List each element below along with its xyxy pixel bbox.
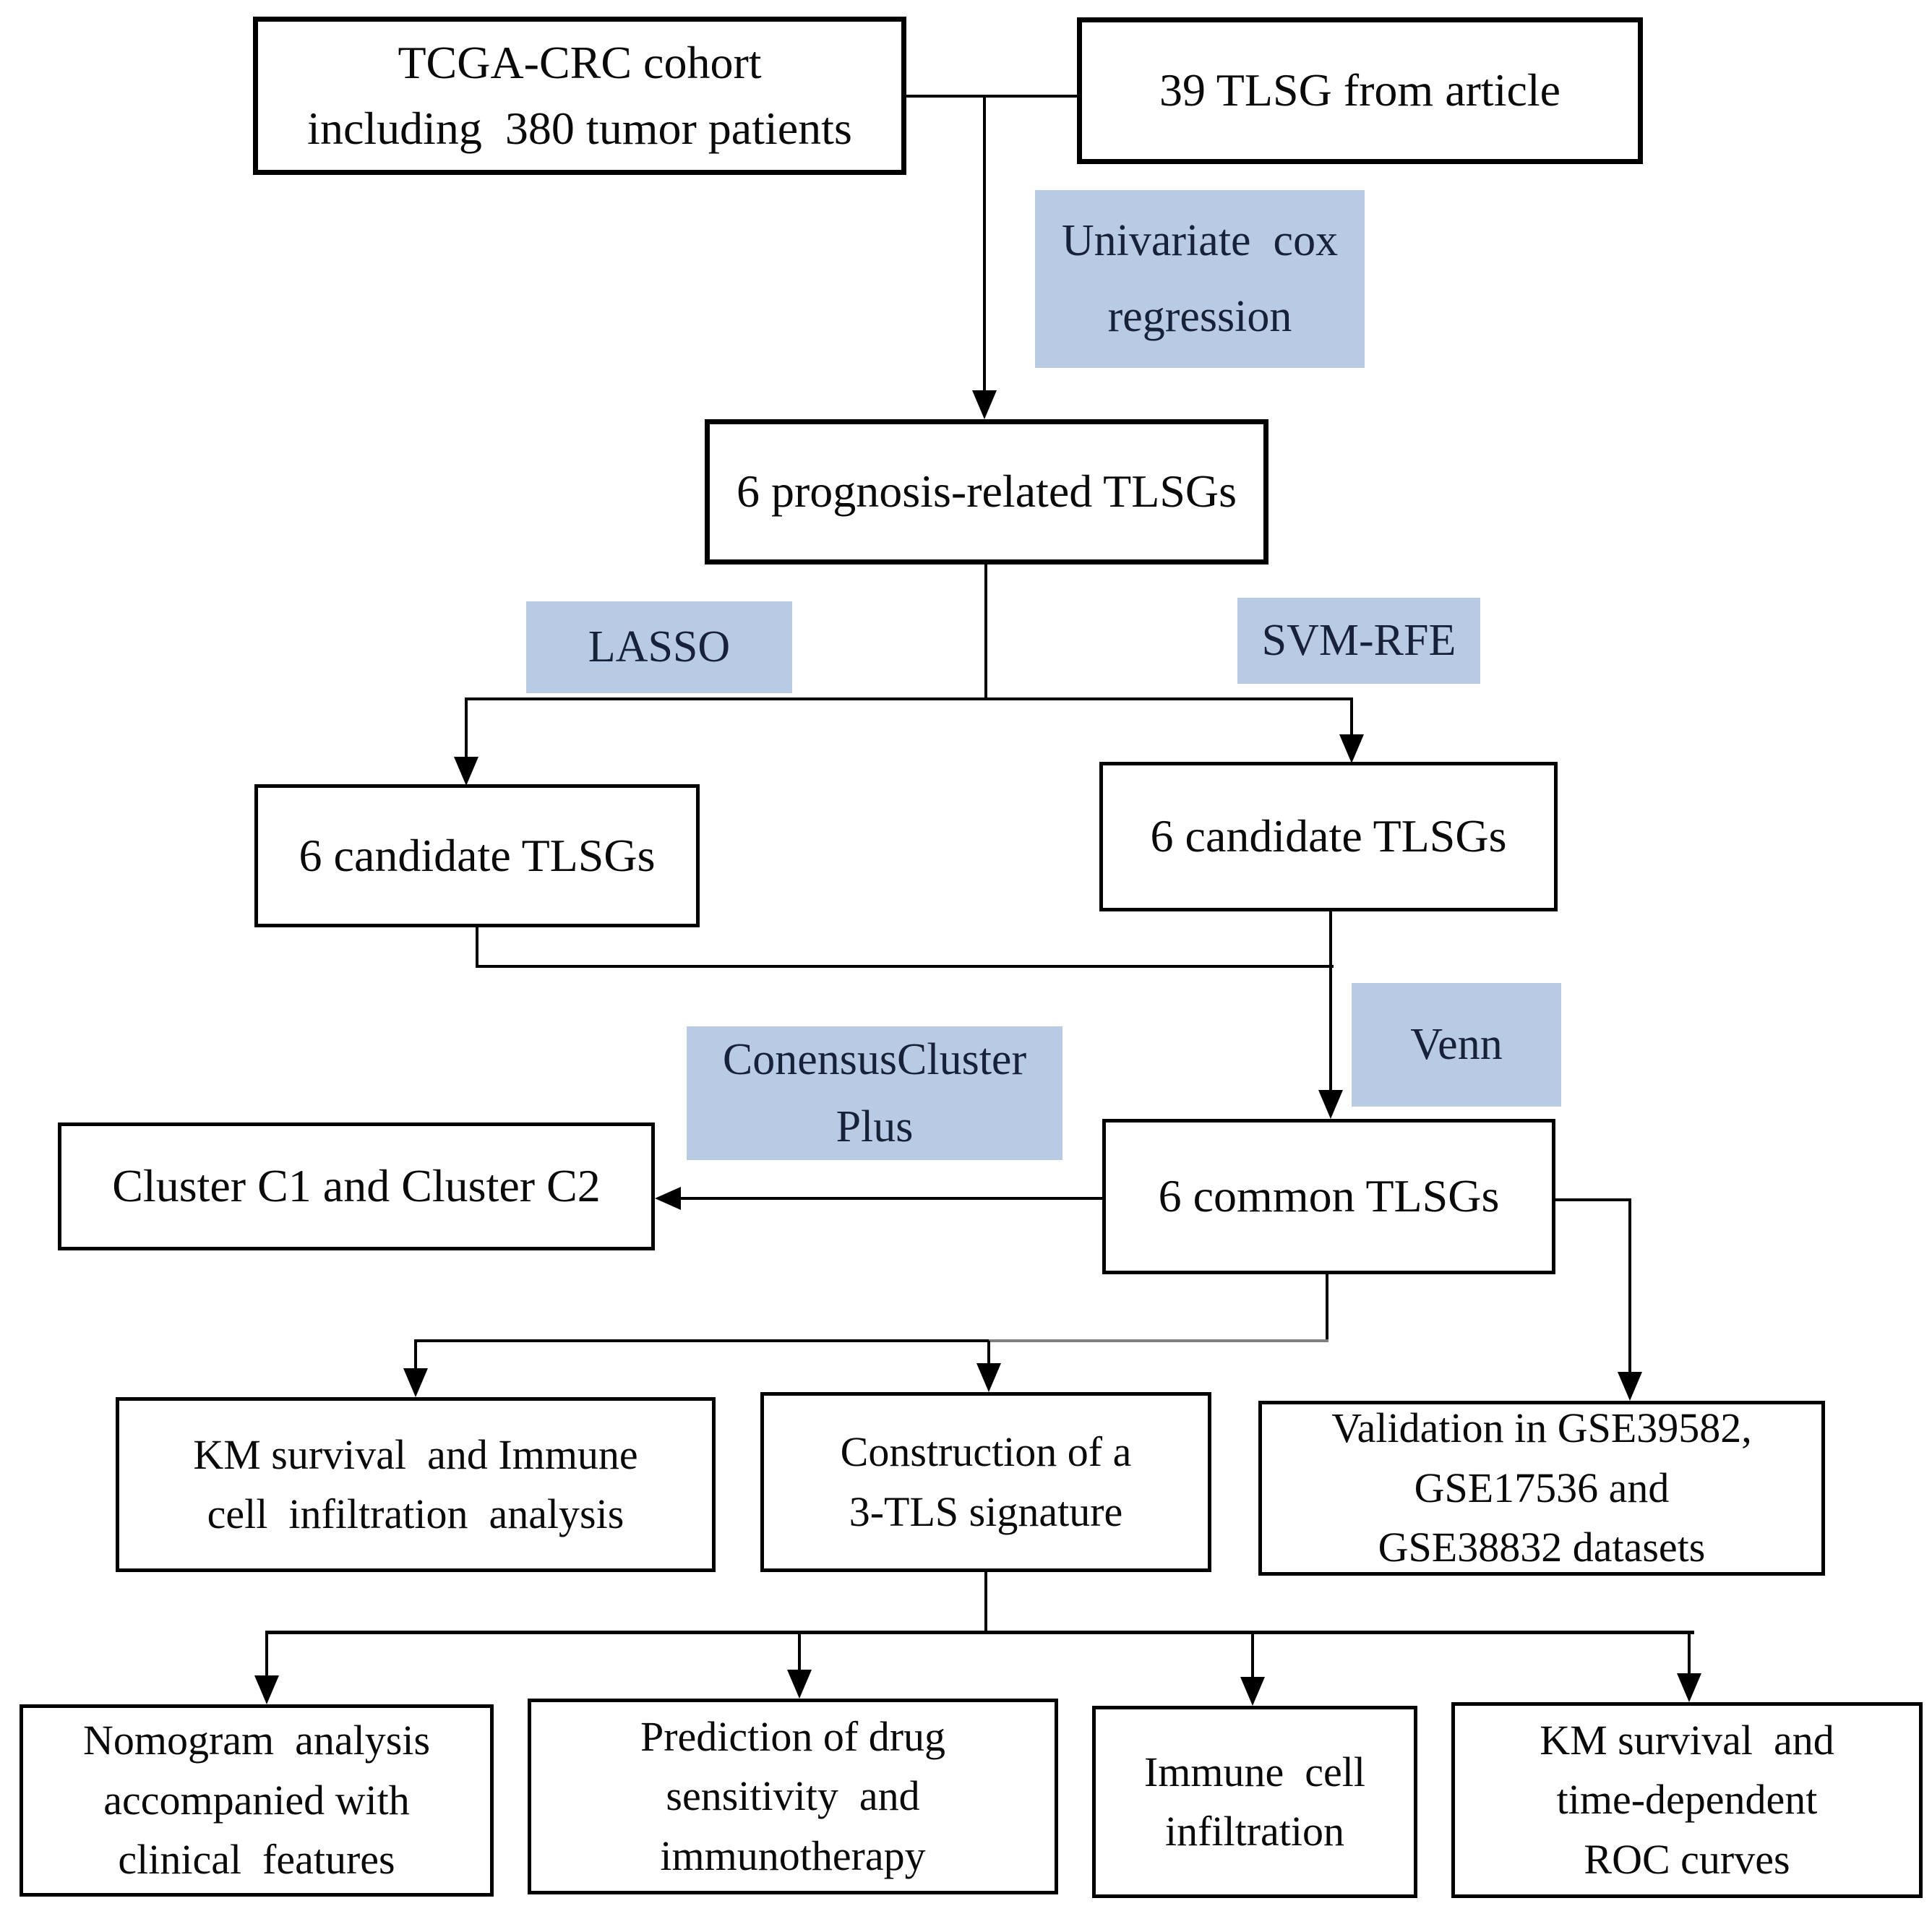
arrow-down-icon xyxy=(403,1368,428,1397)
connector-drop-right-candidate xyxy=(1350,699,1353,736)
node-construction-signature: Construction of a 3-TLS signature xyxy=(760,1392,1211,1572)
connector-drop-drug xyxy=(798,1632,801,1671)
node-candidate-tlsgs-right: 6 candidate TLSGs xyxy=(1099,762,1558,911)
arrow-down-icon xyxy=(1339,734,1364,763)
connector-drop-nomogram xyxy=(265,1632,268,1677)
connector-left-candidate-down xyxy=(476,927,478,968)
arrow-down-icon xyxy=(1677,1673,1701,1702)
arrow-down-icon xyxy=(976,1363,1001,1392)
connector-bottom-distribution xyxy=(265,1631,1694,1634)
arrow-down-icon xyxy=(1240,1677,1265,1706)
arrow-down-icon xyxy=(1318,1090,1343,1119)
connector-drop-immune xyxy=(1251,1632,1254,1678)
node-validation-datasets: Validation in GSE39582, GSE17536 and GSE… xyxy=(1258,1401,1825,1576)
connector-drop-construction xyxy=(987,1341,990,1365)
node-immune-cell-infiltration: Immune cell infiltration xyxy=(1092,1706,1417,1898)
arrow-down-icon xyxy=(787,1670,812,1699)
node-km-roc-curves: KM survival and time-dependent ROC curve… xyxy=(1451,1702,1923,1898)
connector-drop-kmroc xyxy=(1688,1632,1691,1675)
node-common-tlsgs: 6 common TLSGs xyxy=(1102,1119,1555,1274)
node-km-immune-analysis: KM survival and Immune cell infiltration… xyxy=(116,1397,716,1572)
arrow-down-icon xyxy=(454,757,478,786)
node-prognosis-tlsgs: 6 prognosis-related TLSGs xyxy=(705,419,1268,564)
label-univariate-cox-regression: Univariate cox regression xyxy=(1035,190,1365,368)
connector-distribution-gray xyxy=(989,1339,1328,1342)
connector-tcga-tlsg xyxy=(906,95,1077,98)
label-consensuscluster-plus: ConensusCluster Plus xyxy=(687,1026,1062,1160)
label-venn: Venn xyxy=(1352,983,1561,1107)
connector-common-to-cluster xyxy=(679,1197,1102,1200)
node-cluster-c1-c2: Cluster C1 and Cluster C2 xyxy=(58,1122,655,1250)
label-svm-rfe: SVM-RFE xyxy=(1237,598,1480,684)
arrow-left-icon xyxy=(655,1187,681,1210)
arrow-down-icon xyxy=(972,390,997,419)
connector-drop-km xyxy=(414,1341,417,1370)
connector-down-to-prognosis xyxy=(983,96,986,392)
connector-distribution-black xyxy=(414,1339,989,1342)
arrow-down-icon xyxy=(1618,1372,1642,1401)
connector-split-branches xyxy=(465,697,1353,700)
connector-right-candidate-down xyxy=(1329,911,1332,1093)
connector-construction-down xyxy=(984,1572,987,1634)
node-tcga-cohort: TCGA-CRC cohort including 380 tumor pati… xyxy=(253,17,906,175)
connector-common-right xyxy=(1555,1198,1630,1201)
arrow-down-icon xyxy=(254,1675,279,1704)
connector-candidates-join xyxy=(476,965,1334,968)
connector-drop-left-candidate xyxy=(465,699,468,760)
node-drug-sensitivity: Prediction of drug sensitivity and immun… xyxy=(528,1699,1058,1894)
node-39-tlsg: 39 TLSG from article xyxy=(1077,17,1643,164)
node-nomogram-analysis: Nomogram analysis accompanied with clini… xyxy=(20,1704,494,1897)
label-lasso: LASSO xyxy=(526,601,792,693)
connector-prognosis-down xyxy=(984,564,987,700)
connector-common-down xyxy=(1326,1274,1328,1341)
node-candidate-tlsgs-left: 6 candidate TLSGs xyxy=(254,784,700,927)
connector-down-to-validation xyxy=(1628,1198,1631,1373)
